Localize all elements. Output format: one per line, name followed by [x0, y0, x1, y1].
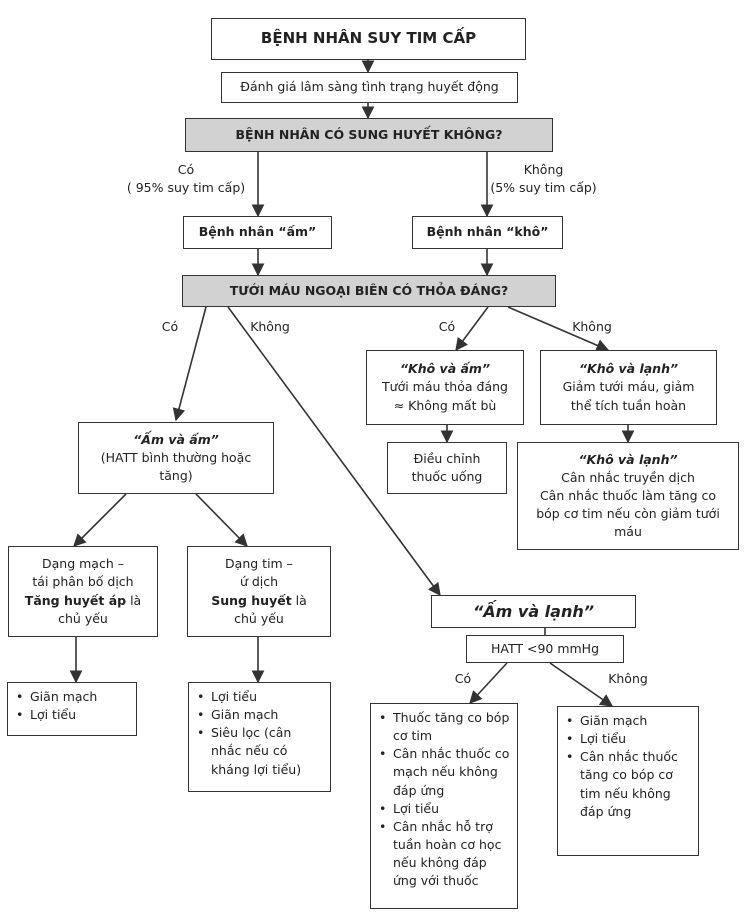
dry-cold-box: “Khô và lạnh” Giảm tưới máu, giảm thể tí…	[540, 350, 717, 425]
cardiac-line1: Dạng tim –	[225, 556, 293, 572]
dry-patient-text: Bệnh nhân “khô”	[427, 223, 549, 241]
adjust-oral-line2: thuốc uống	[411, 469, 483, 484]
congestion-no-text: Không	[523, 162, 564, 177]
arrow-sbp-yes	[469, 662, 508, 704]
vascular-line3: Tăng huyết áp là	[25, 592, 141, 610]
cardiac-line3: Sung huyết là	[211, 592, 307, 610]
vascular-tail: là	[126, 592, 142, 608]
congestion-yes-label: Có ( 95% suy tim cấp)	[116, 161, 256, 197]
warm-cold-title: “Ấm và lạnh”	[472, 601, 595, 621]
congestion-yes-note: ( 95% suy tim cấp)	[126, 180, 246, 196]
vascular-bold: Tăng huyết áp	[24, 592, 127, 608]
list-item: Lợi tiểu	[14, 706, 130, 724]
list-item: Lợi tiểu	[564, 730, 692, 748]
perfusion-yes-left-label: Có	[161, 319, 179, 334]
dry-patient-term: “khô”	[506, 224, 549, 240]
dry-warm-box: “Khô và ấm” Tưới máu thỏa đáng ≈ Không m…	[366, 350, 524, 425]
warm-patient-prefix: Bệnh nhân	[198, 224, 279, 240]
arrow-sbp-no	[549, 662, 614, 707]
warm-warm-line2: tăng)	[159, 468, 193, 484]
dry-cold-title: “Khô và lạnh”	[578, 361, 679, 377]
cardiac-type-box: Dạng tim – ứ dịch Sung huyết là chủ yếu	[187, 546, 331, 637]
perfusion-question-text: TƯỚI MÁU NGOẠI BIÊN CÓ THỎA ĐÁNG?	[229, 282, 509, 298]
assess-text: Đánh giá lâm sàng tình trạng huyết động	[240, 79, 499, 95]
normal-bp-treatment-list: Giãn mạch Lợi tiểu Cân nhắc thuốc tăng c…	[557, 706, 699, 856]
congestion-question-text: BỆNH NHÂN CÓ SUNG HUYẾT KHÔNG?	[235, 126, 503, 142]
warm-patient-term: “ấm”	[278, 224, 317, 240]
list-item: Lợi tiểu	[377, 800, 511, 818]
dry-cold-tx-line2: Cân nhắc thuốc làm tăng co	[539, 487, 717, 503]
low-bp-treatment-list: Thuốc tăng co bóp cơ tim Cân nhắc thuốc …	[370, 703, 518, 909]
cardiac-tail: là	[291, 592, 307, 608]
dry-patient-prefix: Bệnh nhân	[426, 224, 507, 240]
list-item: Giãn mạch	[564, 712, 692, 730]
dry-cold-tx-line4: máu	[614, 524, 642, 540]
warm-warm-title: “Ấm và ấm”	[133, 431, 219, 447]
list-item: Giãn mạch	[14, 688, 130, 706]
sbp-yes-label: Có	[454, 671, 472, 686]
list-item: Cân nhắc thuốc tăng co bóp cơ tim nếu kh…	[564, 748, 692, 821]
list-item: Cân nhắc thuốc co mạch nếu không đáp ứng	[377, 745, 511, 799]
congestion-yes-text: Có	[177, 162, 195, 177]
dry-cold-tx-title: “Khô và lạnh”	[578, 451, 678, 467]
vascular-line1: Dạng mạch –	[42, 556, 124, 572]
congestion-no-note: (5% suy tim cấp)	[490, 180, 597, 196]
warm-patient-text: Bệnh nhân “ấm”	[199, 223, 317, 241]
congestion-no-label: Không (5% suy tim cấp)	[486, 161, 601, 197]
list-item: Siêu lọc (cân nhắc nếu có kháng lợi tiểu…	[195, 724, 324, 778]
dry-cold-line1: Giảm tưới máu, giảm	[562, 379, 695, 395]
arrow-to-dry-cold	[507, 306, 610, 352]
vascular-line2: tái phân bố dịch	[32, 574, 134, 590]
vascular-line4: chủ yếu	[58, 610, 108, 626]
arrow-to-vascular	[73, 493, 127, 547]
arrow-to-cardiac	[195, 493, 248, 547]
dry-patient-box: Bệnh nhân “khô”	[412, 216, 563, 249]
list-item: Lợi tiểu	[195, 688, 324, 706]
cardiac-bold: Sung huyết	[211, 592, 292, 608]
vascular-type-box: Dạng mạch – tái phân bố dịch Tăng huyết …	[8, 546, 158, 637]
cardiac-line4: chủ yếu	[234, 610, 284, 626]
perfusion-no-left-label: Không	[250, 319, 290, 334]
dry-warm-title: “Khô và ấm”	[399, 361, 491, 377]
dry-cold-tx-line1: Cân nhắc truyền dịch	[561, 469, 695, 485]
perfusion-no-right-label: Không	[572, 319, 612, 334]
arrow-to-warm-warm	[172, 306, 207, 422]
list-item: Thuốc tăng co bóp cơ tim	[377, 709, 511, 745]
title-box: BỆNH NHÂN SUY TIM CẤP	[211, 18, 526, 60]
dry-warm-line2: ≈ Không mất bù	[393, 397, 497, 413]
warm-warm-line1: (HATT bình thường hoặc	[100, 449, 252, 465]
warm-warm-box: “Ấm và ấm” (HATT bình thường hoặc tăng)	[78, 422, 274, 494]
warm-cold-box: “Ấm và lạnh”	[431, 595, 636, 628]
sbp-text: HATT <90 mmHg	[490, 640, 600, 656]
dry-cold-treatment-box: “Khô và lạnh” Cân nhắc truyền dịch Cân n…	[517, 442, 739, 550]
list-item: Cân nhắc hỗ trợ tuần hoàn cơ học nếu khô…	[377, 818, 511, 891]
congestion-question-box: BỆNH NHÂN CÓ SUNG HUYẾT KHÔNG?	[185, 118, 553, 152]
perfusion-yes-right-label: Có	[438, 319, 456, 334]
adjust-oral-box: Điều chỉnh thuốc uống	[387, 442, 507, 494]
dry-warm-line1: Tưới máu thỏa đáng	[382, 379, 508, 395]
sbp-box: HATT <90 mmHg	[466, 635, 624, 663]
perfusion-question-box: TƯỚI MÁU NGOẠI BIÊN CÓ THỎA ĐÁNG?	[182, 275, 556, 307]
cardiac-line2: ứ dịch	[239, 574, 279, 590]
list-item: Giãn mạch	[195, 706, 324, 724]
title-text: BỆNH NHÂN SUY TIM CẤP	[260, 29, 477, 48]
vascular-treatment-list: Giãn mạch Lợi tiểu	[7, 682, 137, 736]
dry-cold-tx-line3: bóp cơ tim nếu còn giảm tưới	[536, 506, 720, 522]
warm-patient-box: Bệnh nhân “ấm”	[183, 216, 332, 249]
dry-cold-line2: thể tích tuần hoàn	[570, 397, 687, 413]
cardiac-treatment-list: Lợi tiểu Giãn mạch Siêu lọc (cân nhắc nế…	[188, 682, 331, 792]
sbp-no-label: Không	[608, 671, 648, 686]
arrow-to-dry-warm	[455, 306, 489, 352]
adjust-oral-line1: Điều chỉnh	[413, 450, 481, 466]
arrow-to-warm-cold	[227, 306, 441, 597]
assess-box: Đánh giá lâm sàng tình trạng huyết động	[221, 72, 518, 103]
